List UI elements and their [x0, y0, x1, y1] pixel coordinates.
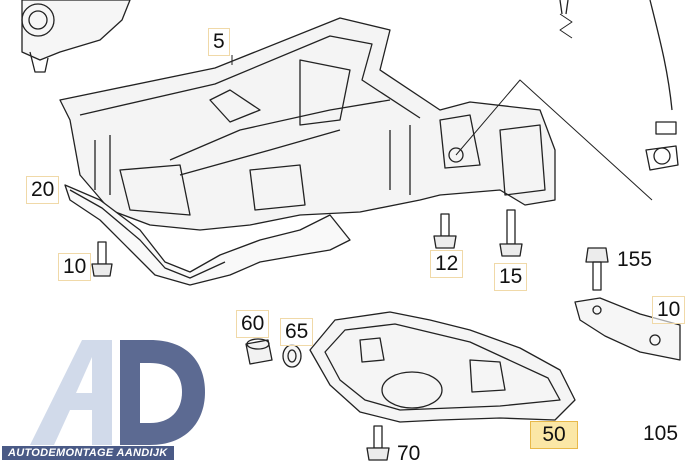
dipstick-tube [559, 0, 679, 171]
callout-12: 12 [430, 250, 464, 278]
callout-5: 5 [208, 28, 230, 56]
oil-pan [59, 17, 556, 231]
callout-20: 20 [26, 176, 60, 204]
callout-155: 155 [617, 248, 653, 271]
callout-50: 50 [530, 421, 578, 449]
engine-block-fragment [21, 0, 131, 73]
bolt-10-left [91, 241, 113, 277]
bolt-155 [585, 247, 609, 291]
callout-65: 65 [280, 318, 314, 346]
callout-70: 70 [397, 442, 421, 465]
logo-text: AUTODEMONTAGE AANDIJK [2, 446, 174, 460]
seal-ring-65 [282, 344, 302, 368]
callout-60: 60 [236, 310, 270, 338]
callout-10-right: 10 [652, 296, 686, 324]
callout-105: 105 [643, 422, 679, 445]
bolt-70 [366, 425, 390, 461]
bracket-right [574, 297, 681, 361]
oil-pan-gasket [64, 184, 351, 286]
callout-15: 15 [494, 263, 528, 291]
callout-10-left: 10 [58, 253, 92, 281]
lower-oil-pan-50 [309, 311, 576, 423]
drain-plug-60 [245, 338, 273, 365]
bolt-12 [433, 213, 457, 249]
ad-logo-watermark [30, 340, 205, 445]
bolt-15 [499, 209, 523, 257]
